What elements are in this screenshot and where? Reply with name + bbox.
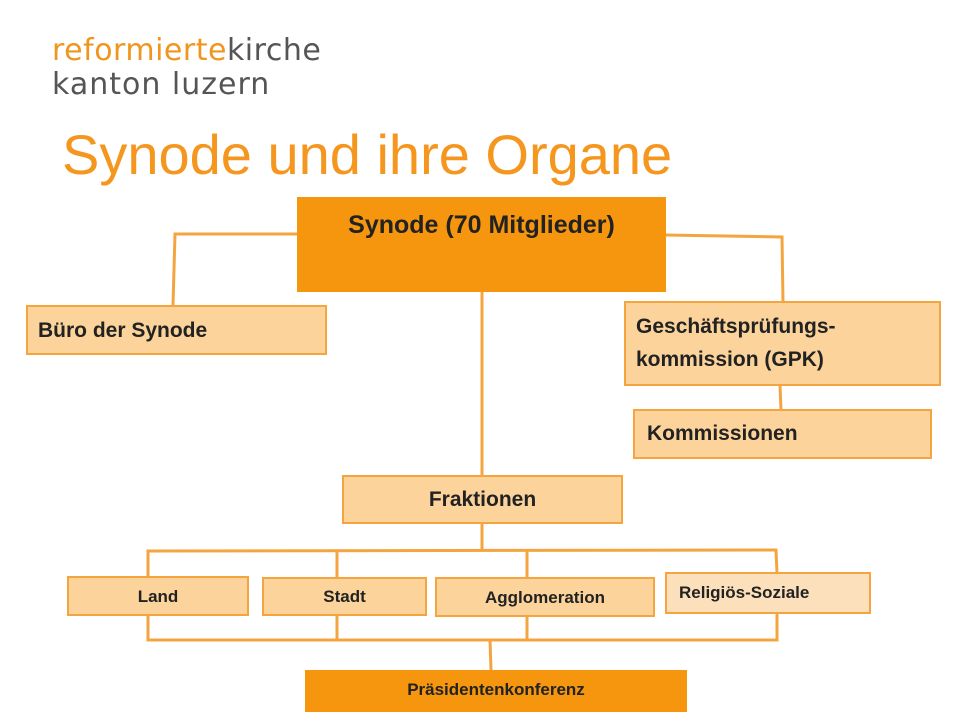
box-land: Land [67,576,249,616]
logo-line-2: kanton luzern [52,67,271,102]
box-gpk-line-1: Geschäftsprüfungs- [636,315,836,338]
box-stadt-label: Stadt [323,587,366,606]
box-synode-label: Synode (70 Mitglieder) [348,211,615,239]
box-praesidentenkonferenz-label: Präsidentenkonferenz [407,680,585,699]
box-gpk: Geschäftsprüfungs- kommission (GPK) [624,301,941,386]
logo-word-kirche: kirche [226,33,322,68]
box-agglomeration-label: Agglomeration [485,588,605,607]
box-kommissionen-label: Kommissionen [647,422,798,445]
connector-synode-buero [171,232,298,306]
box-buero-label: Büro der Synode [38,319,208,342]
box-buero: Büro der Synode [26,305,327,355]
bracket-bottom [146,612,779,642]
logo-word-reformierte: reformierte [52,33,227,68]
box-fraktionen: Fraktionen [342,475,623,524]
page-title: Synode und ihre Organe [62,123,673,186]
box-stadt: Stadt [262,577,427,616]
box-kommissionen: Kommissionen [633,409,932,459]
connector-synode-gpk [664,233,785,303]
box-praesidentenkonferenz: Präsidentenkonferenz [305,670,687,712]
logo-line-1: reformiertekirche [52,36,321,66]
box-land-label: Land [137,587,179,606]
connector-praesidenten [488,639,493,671]
box-gpk-line-2: kommission (GPK) [636,348,824,371]
box-religioes-soziale-label: Religiös-Soziale [679,583,810,602]
box-fraktionen-label: Fraktionen [428,488,537,511]
logo: reformiertekirche kanton luzern [52,36,321,100]
box-agglomeration: Agglomeration [435,577,655,617]
box-synode: Synode (70 Mitglieder) [297,197,666,292]
connector-gpk-kommissionen [778,384,783,411]
bracket-top [146,548,779,577]
box-religioes-soziale: Religiös-Soziale [665,572,871,614]
